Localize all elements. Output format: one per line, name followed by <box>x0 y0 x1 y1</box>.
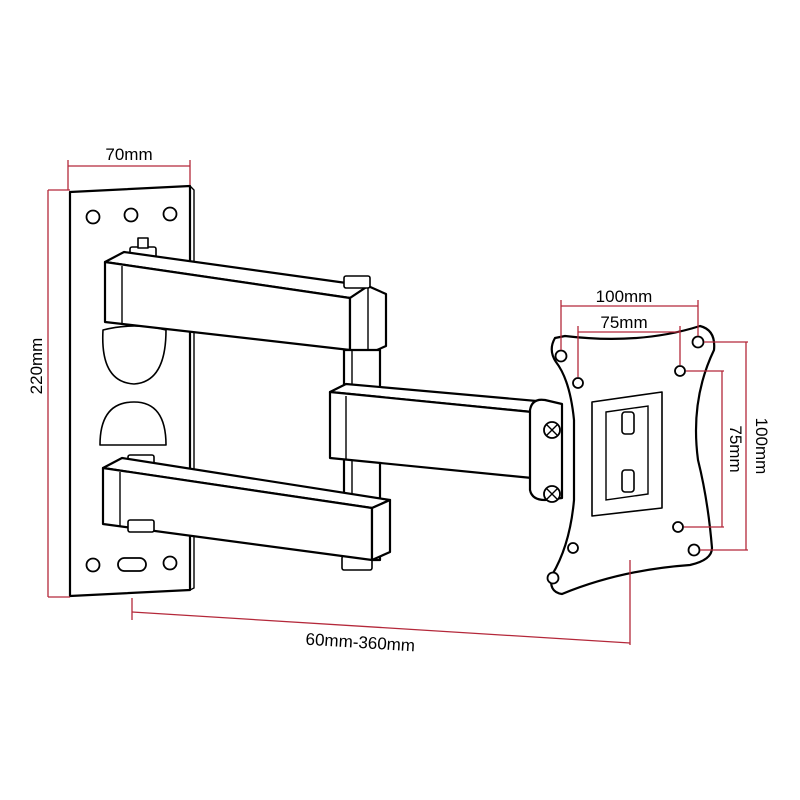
dim-label-extension: 60mm-360mm <box>305 630 416 656</box>
mounting-hole <box>123 207 139 223</box>
dim-vesa-100-vertical: 100mm <box>700 341 771 551</box>
dim-label-75mm-v: 75mm <box>726 425 745 472</box>
mounting-slot <box>117 557 147 572</box>
dim-label-70mm: 70mm <box>105 145 152 164</box>
dim-wall-plate-width: 70mm <box>67 145 191 190</box>
dim-label-220mm: 220mm <box>27 338 46 395</box>
dim-label-100mm-h: 100mm <box>596 287 653 306</box>
vesa-hole-75 <box>572 377 584 389</box>
dim-label-75mm-h: 75mm <box>600 313 647 332</box>
dim-vesa-100-horizontal: 100mm <box>560 287 699 350</box>
mounting-hole <box>85 557 101 573</box>
vesa-hole-100 <box>554 349 568 363</box>
vesa-hole-100 <box>546 571 560 585</box>
lower-arm <box>101 454 392 562</box>
mounting-hole <box>85 209 101 225</box>
vesa-hole-100 <box>691 335 705 349</box>
vesa-hole-100 <box>687 543 701 557</box>
dim-label-100mm-v: 100mm <box>752 418 771 475</box>
upper-arm <box>103 237 388 356</box>
tilt-bracket <box>528 398 564 503</box>
outer-arm <box>328 382 550 480</box>
mounting-hole <box>162 206 178 222</box>
vesa-plate <box>546 324 716 596</box>
dim-vesa-75-horizontal: 75mm <box>577 313 681 377</box>
vesa-hole-75 <box>567 542 579 554</box>
mounting-hole <box>162 555 178 571</box>
dim-extension: 60mm-360mm <box>131 560 631 656</box>
vesa-hole-75 <box>674 365 686 377</box>
dim-vesa-75-vertical: 75mm <box>684 370 745 528</box>
dim-wall-plate-height: 220mm <box>27 189 70 598</box>
vesa-hole-75 <box>672 521 684 533</box>
